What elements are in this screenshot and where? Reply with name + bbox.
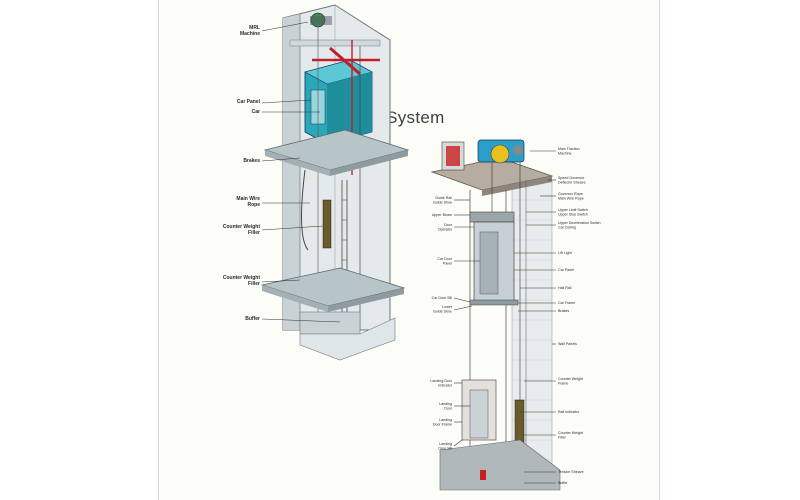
- label-car-frame: Car Frame: [558, 301, 575, 305]
- buffer-icon: [300, 312, 360, 334]
- label-speed-governor: Speed GovernorDeflector Sheave: [558, 176, 586, 185]
- label-upper-decel-switch: Upper Deceleration SwitchCar Ceiling: [558, 221, 601, 230]
- label-car-panel-right: Car Panel: [558, 268, 574, 272]
- label-car: Car: [252, 109, 260, 115]
- mrl-shaft: [262, 5, 408, 360]
- label-mrl: MRLMachine: [240, 25, 260, 37]
- label-upper-limit-switch: Upper Limit SwitchUpper Stop Switch: [558, 208, 588, 217]
- label-brakes-right: Brakes: [558, 309, 569, 313]
- label-landing-door-frame: LandingDoor Frame: [433, 418, 452, 427]
- label-buffer-right: Buffer: [558, 481, 568, 485]
- traction-shaft: [432, 140, 560, 490]
- label-cw-filler-1: Counter WeightFiller: [223, 224, 260, 236]
- label-brakes: Brakes: [243, 158, 260, 164]
- label-car-door-sill: Car Door Sill: [432, 296, 453, 300]
- car-door-icon: [480, 232, 498, 294]
- label-hall-rail: Hall Rail: [558, 286, 572, 290]
- left-labels: MRLMachine Car Panel Car Brakes Main Wir…: [223, 25, 261, 322]
- label-cw-filler-2: Counter WeightFiller: [223, 275, 260, 287]
- label-rail-indicator: Rail Indicator: [558, 410, 580, 414]
- label-main-wire-rope: Main WireRope: [236, 196, 260, 208]
- label-car-panel: Car Panel: [237, 99, 261, 105]
- label-tension-sheave: Tension Sheave: [558, 470, 584, 474]
- label-lift-light: Lift Light: [558, 251, 572, 255]
- label-guide-rail: Guide RailGuide Shoe: [433, 196, 452, 205]
- label-cw-frame: Counter WeightFrame: [558, 377, 583, 386]
- label-governor-rope: Governor RopeMain Wire Rope: [558, 192, 584, 201]
- label-upper-beam: Upper Beam: [432, 213, 452, 217]
- label-landing-door-sill: LandingDoor Sill: [438, 442, 452, 451]
- label-wall-panels: Wall Panels: [558, 342, 577, 346]
- right-labels: Main TractionMachine Speed GovernorDefle…: [558, 147, 601, 485]
- mid-labels: Guide RailGuide Shoe Upper Beam DoorOper…: [430, 196, 452, 451]
- label-lower-guide-shoe: LowerGuide Shoe: [433, 305, 453, 314]
- label-main-traction-machine: Main TractionMachine: [558, 147, 580, 156]
- counter-weight-icon: [323, 200, 331, 248]
- label-cw-filler-right: Counter WeightFiller: [558, 431, 583, 440]
- traction-counter-weight-icon: [515, 400, 524, 445]
- label-landing-door-indicator: Landing DoorIndicator: [430, 379, 452, 388]
- label-door-operator: DoorOperator: [438, 223, 453, 232]
- label-car-door-panel: Car DoorPanel: [437, 257, 452, 266]
- label-buffer-left: Buffer: [245, 316, 260, 322]
- label-landing-door: LandingDoor: [439, 402, 453, 411]
- upper-beam: [470, 212, 514, 222]
